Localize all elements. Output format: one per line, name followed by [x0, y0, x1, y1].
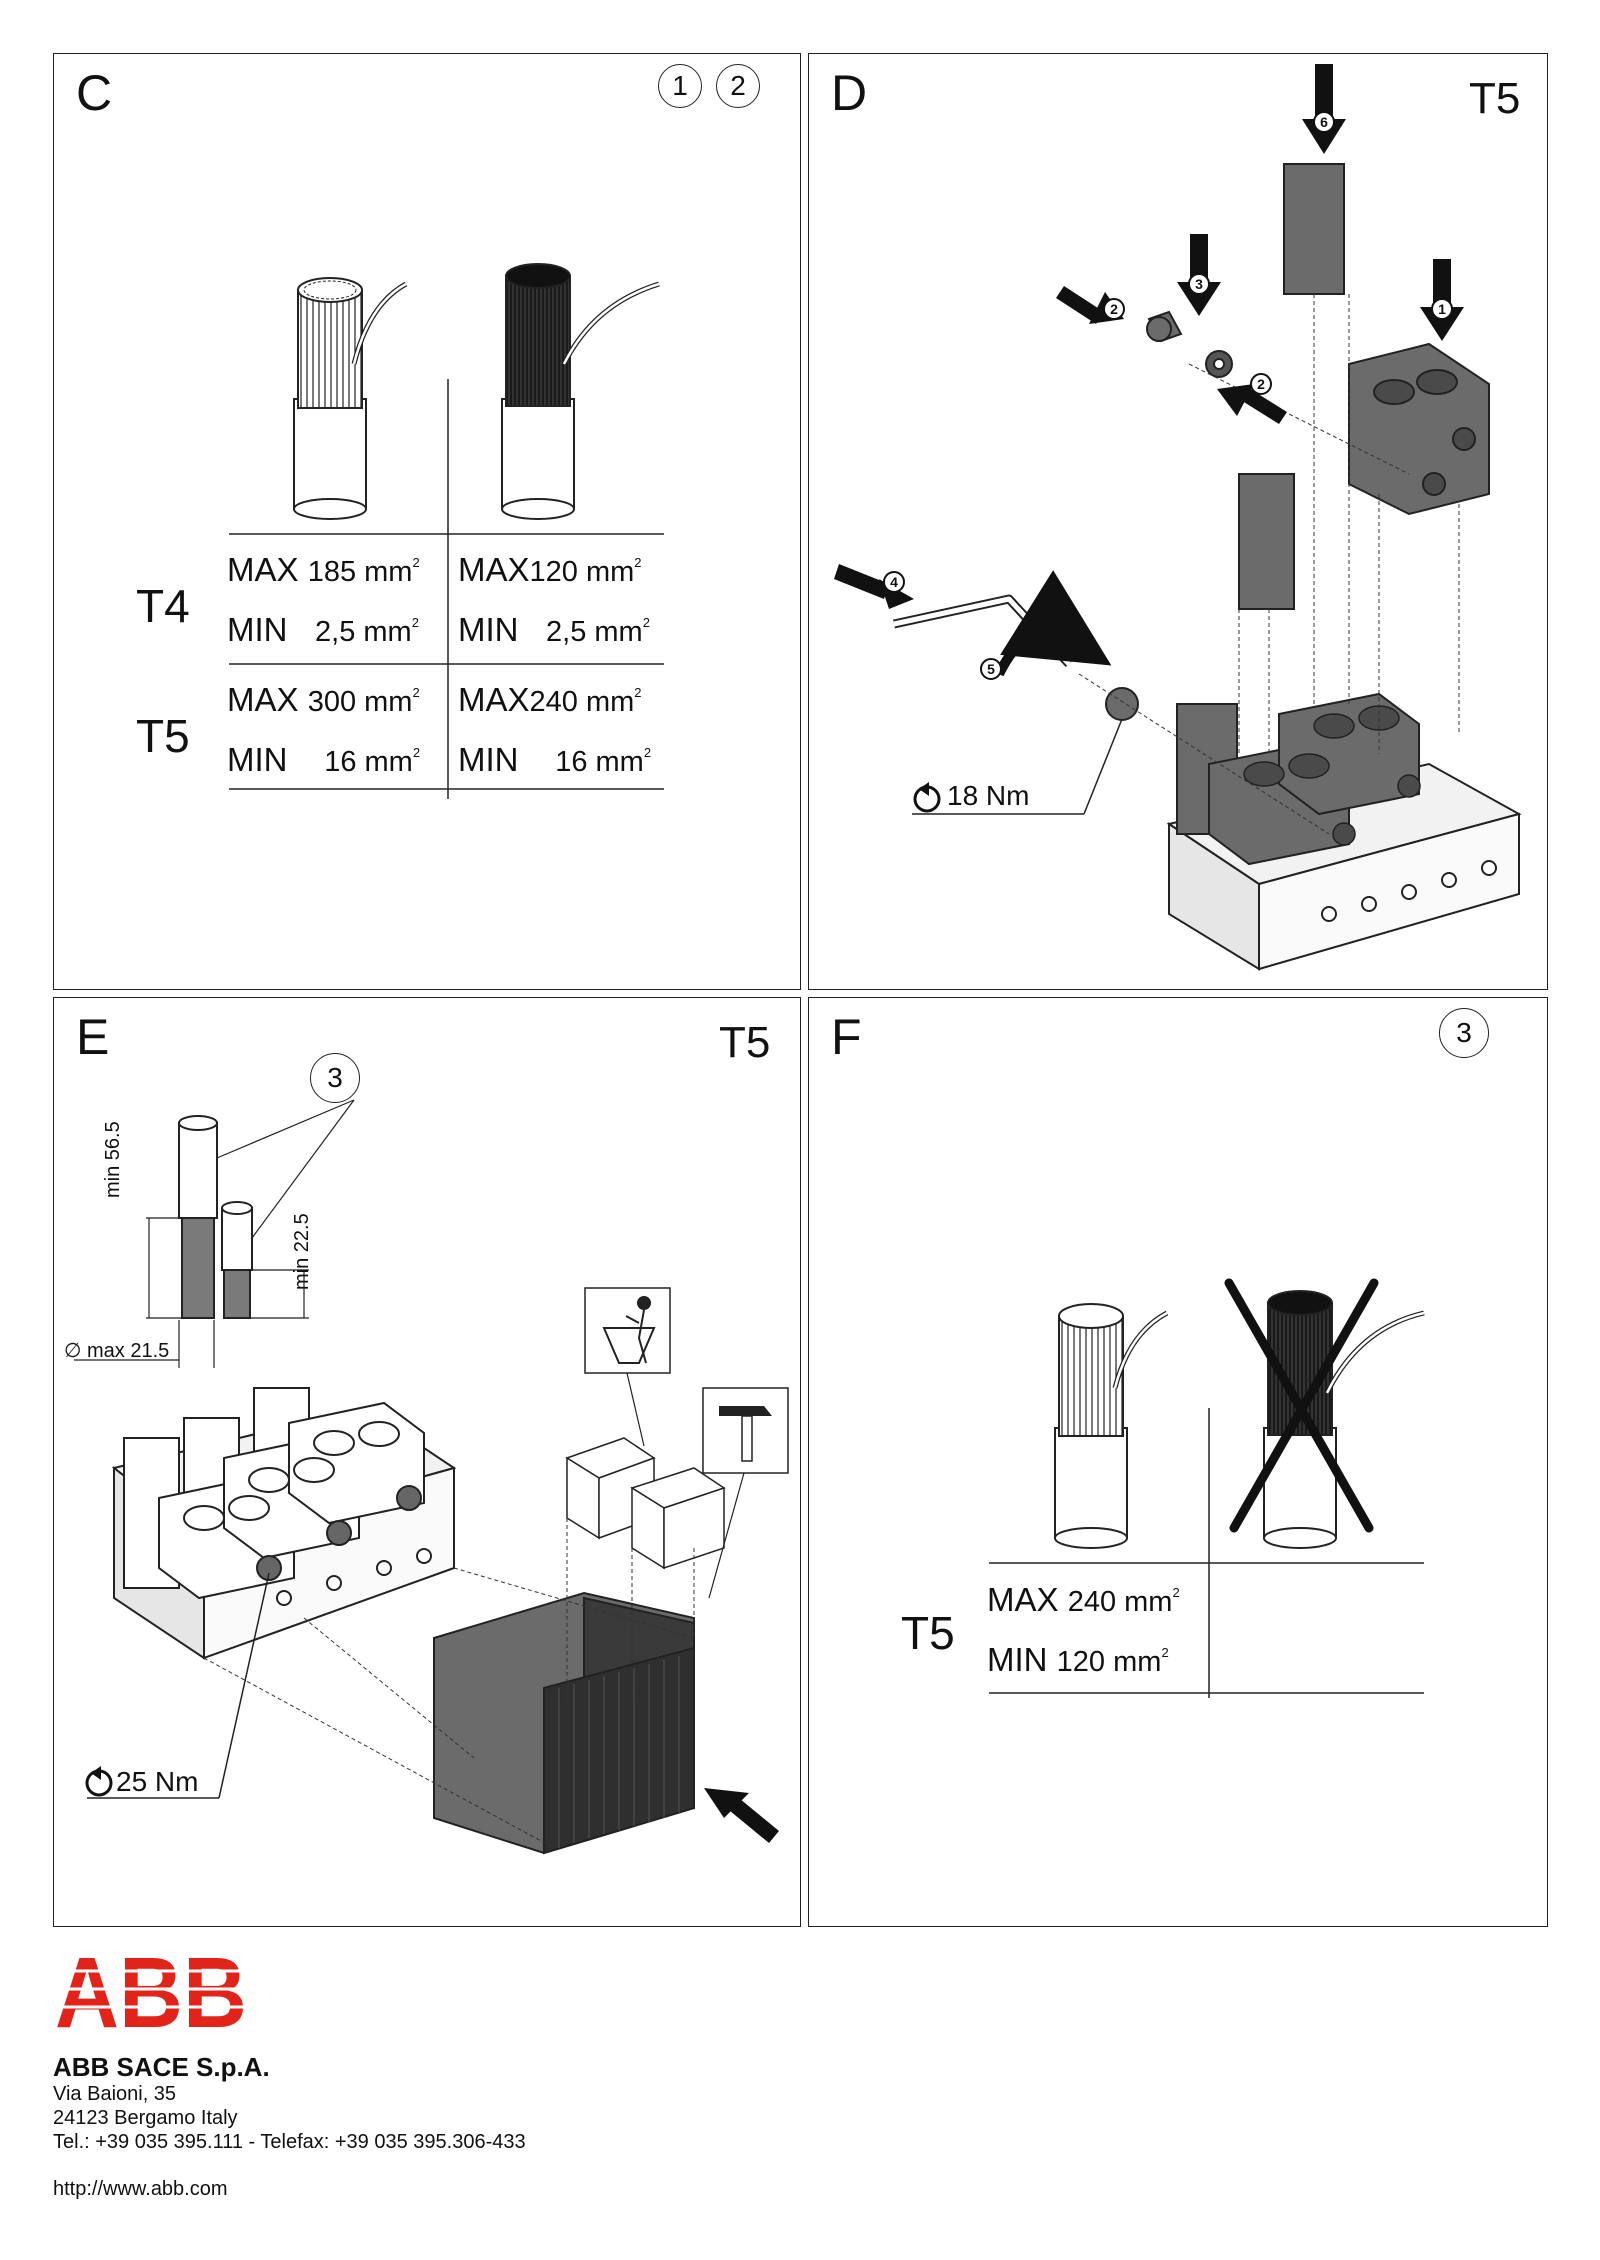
terminal-cover-icon [433, 1591, 695, 1855]
spec-max-left: MAX 185 mm2 [227, 551, 420, 588]
screw-icon [1105, 310, 1233, 721]
spec-min-left: MIN 16 mm2 [227, 741, 421, 778]
model-label: T4 [136, 580, 190, 632]
step-number: 4 [890, 574, 898, 590]
spec-max-left: MAX 300 mm2 [227, 681, 420, 718]
svg-text:ABB: ABB [55, 1953, 247, 2031]
model-label: T5 [136, 710, 190, 762]
callout-badge: 1 [658, 64, 702, 108]
step-number: 3 [1195, 276, 1203, 292]
spec-min: MIN 120 mm2 [987, 1641, 1169, 1678]
solid-cable-icon [501, 263, 660, 520]
terminal-assembly-illustration: 6 3 1 2 2 4 5 [834, 64, 1522, 971]
spec-max-right: MAX240 mm2 [458, 681, 642, 718]
step-number: 6 [1320, 114, 1328, 130]
solid-cable-icon [1263, 1290, 1425, 1549]
torque-label: 25 Nm [116, 1766, 199, 1797]
company-name: ABB SACE S.p.A. [53, 2052, 270, 2082]
stranded-cable-icon [293, 277, 408, 520]
spec-min-right: MIN 16 mm2 [458, 741, 652, 778]
panel-letter: C [76, 65, 113, 121]
step-number: 1 [1438, 301, 1446, 317]
spec-min-left: MIN 2,5 mm2 [227, 611, 419, 648]
terminal-block-icon [1238, 163, 1490, 610]
callout-badge: 3 [1439, 1008, 1489, 1058]
recycle-bin-icon [602, 1296, 656, 1364]
website-link[interactable]: http://www.abb.com [53, 2178, 228, 2200]
model-label: T5 [901, 1607, 955, 1659]
torque-label: 18 Nm [947, 780, 1030, 811]
cable-compatibility-illustration [989, 1278, 1425, 1698]
panel-d: D T5 [808, 53, 1548, 990]
address-line: Via Baioni, 35 [53, 2083, 177, 2105]
callout-badge: 2 [716, 64, 760, 108]
hammer-icon [719, 1406, 772, 1462]
spec-min-right: MIN 2,5 mm2 [458, 611, 650, 648]
model-tag: T5 [719, 1018, 771, 1067]
spec-max: MAX 240 mm2 [987, 1581, 1180, 1618]
panel-e: E T5 3 [53, 997, 801, 1927]
cable-illustration [229, 263, 664, 799]
panel-f: F 3 [808, 997, 1548, 1927]
dimension-label: min 56.5 [102, 1121, 124, 1198]
abb-logo: ABB [55, 1953, 250, 2031]
knockout-tab-icon [565, 1437, 726, 1570]
step-number: 2 [1257, 376, 1265, 392]
step-number: 2 [1110, 301, 1118, 317]
cable-lug-icon [178, 1115, 253, 1319]
address-line: 24123 Bergamo Italy [53, 2107, 238, 2129]
panel-letter: F [831, 1009, 862, 1065]
panel-c: C 1 2 [53, 53, 801, 990]
step-number: 5 [987, 661, 995, 677]
model-tag: T5 [1469, 74, 1521, 123]
diameter-label: ∅ max 21.5 [64, 1340, 170, 1362]
panel-letter: D [831, 65, 868, 121]
panel-letter: E [76, 1009, 110, 1065]
spec-max-right: MAX120 mm2 [458, 551, 642, 588]
stranded-cable-icon [1054, 1303, 1169, 1549]
dimension-label: min 22.5 [291, 1213, 313, 1290]
phone-line: Tel.: +39 035 395.111 - Telefax: +39 035… [53, 2131, 526, 2153]
not-allowed-icon [1224, 1278, 1379, 1533]
cable-lug-illustration [74, 1099, 789, 1855]
callout-badge: 3 [310, 1053, 360, 1103]
